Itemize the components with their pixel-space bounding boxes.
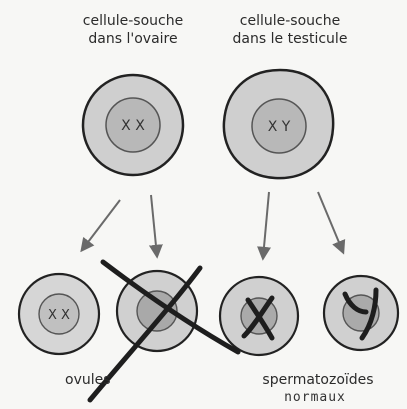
stem-cell-testis: X Y — [224, 70, 333, 178]
stem-ovary-label: cellule-souche dans l'ovaire — [58, 12, 208, 48]
stem-ovary-label-line1: cellule-souche — [58, 12, 208, 30]
sperm-label: spermatozoïdes — [248, 371, 388, 389]
chromosomes-testis: X Y — [268, 119, 291, 135]
stem-testis-label-line2: dans le testicule — [215, 30, 365, 48]
arrow-ovary-left — [82, 200, 120, 250]
chromosomes-egg-1: X X — [48, 308, 70, 323]
stem-cell-ovary: X X — [83, 75, 183, 175]
stem-testis-label: cellule-souche dans le testicule — [215, 12, 365, 48]
stem-ovary-label-line2: dans l'ovaire — [58, 30, 208, 48]
arrow-testis-right — [318, 192, 343, 252]
chromosomes-ovary: X X — [121, 118, 145, 134]
egg-cell-1: X X — [19, 274, 99, 354]
arrow-ovary-right — [151, 195, 157, 256]
normal-label: normaux — [260, 389, 370, 407]
ovules-label: ovules — [65, 371, 125, 389]
arrow-testis-left — [263, 192, 269, 258]
stem-testis-label-line1: cellule-souche — [215, 12, 365, 30]
